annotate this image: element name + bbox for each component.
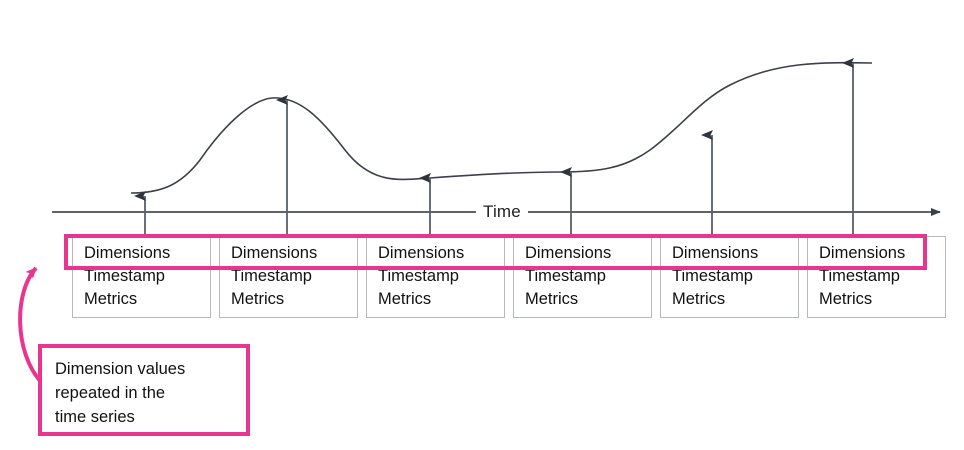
record-dimensions-label: Dimensions	[84, 244, 171, 262]
callout-line-1: Dimension values	[55, 360, 186, 378]
record-timestamp-label: Timestamp	[525, 267, 606, 285]
timeseries-record-box[interactable]: Dimensions Timestamp Metrics	[72, 236, 211, 318]
timeseries-record-box[interactable]: Dimensions Timestamp Metrics	[219, 236, 358, 318]
axis-label-time: Time	[476, 202, 528, 222]
timeseries-record-box[interactable]: Dimensions Timestamp Metrics	[513, 236, 652, 318]
record-metrics-label: Metrics	[231, 290, 285, 308]
record-dimensions-label: Dimensions	[819, 244, 906, 262]
callout-annotation-box: Dimension values repeated in the time se…	[38, 344, 250, 436]
timeseries-record-row: Dimensions Timestamp Metrics Dimensions …	[72, 236, 946, 318]
callout-line-2: repeated in the	[55, 384, 166, 402]
record-timestamp-label: Timestamp	[672, 267, 753, 285]
record-timestamp-label: Timestamp	[819, 267, 900, 285]
record-dimensions-label: Dimensions	[672, 244, 759, 262]
record-metrics-label: Metrics	[819, 290, 873, 308]
record-metrics-label: Metrics	[672, 290, 726, 308]
timeseries-record-box[interactable]: Dimensions Timestamp Metrics	[807, 236, 946, 318]
metric-curve	[130, 61, 873, 194]
timeseries-record-box[interactable]: Dimensions Timestamp Metrics	[366, 236, 505, 318]
record-dimensions-label: Dimensions	[231, 244, 318, 262]
timeseries-record-box[interactable]: Dimensions Timestamp Metrics	[660, 236, 799, 318]
record-dimensions-label: Dimensions	[525, 244, 612, 262]
callout-connector-arrow	[18, 266, 43, 384]
record-timestamp-label: Timestamp	[378, 267, 459, 285]
record-timestamp-label: Timestamp	[84, 267, 165, 285]
record-metrics-label: Metrics	[84, 290, 138, 308]
record-metrics-label: Metrics	[378, 290, 432, 308]
record-metrics-label: Metrics	[525, 290, 579, 308]
record-timestamp-label: Timestamp	[231, 267, 312, 285]
record-dimensions-label: Dimensions	[378, 244, 465, 262]
callout-line-3: time series	[55, 408, 135, 426]
